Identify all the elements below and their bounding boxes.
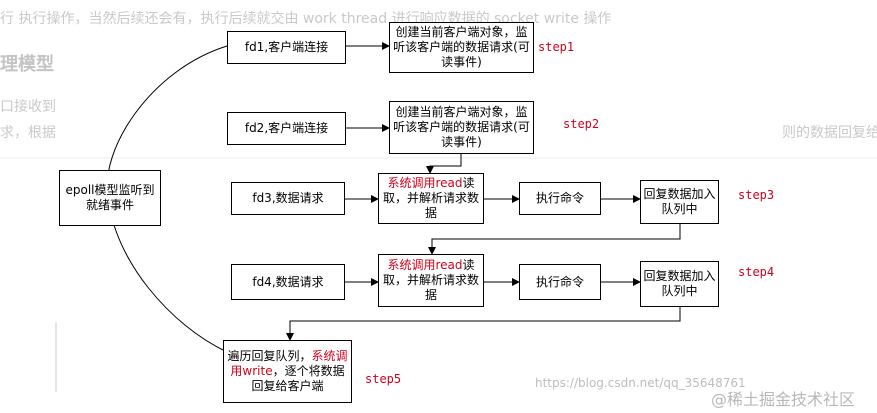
- read-parse-node-4: 系统调用read读取，并解析请求数据: [378, 254, 484, 307]
- write-reply-label: 遍历回复队列，系统调用write，逐个将数据回复给客户端: [226, 349, 349, 394]
- step-label-2: step2: [563, 117, 600, 131]
- step-label-5: step5: [365, 372, 402, 386]
- read-syscall-label-3: 系统调用read: [387, 176, 463, 190]
- juejin-brand-watermark: @稀土掘金技术社区: [711, 390, 856, 409]
- read-syscall-label-4: 系统调用read: [387, 258, 463, 272]
- exec-command-label-3: 执行命令: [535, 191, 584, 205]
- csdn-watermark: https://blog.csdn.net/qq_35648761: [535, 376, 746, 390]
- exec-command-node-3: 执行命令: [519, 182, 601, 215]
- create-client-node-1: 创建当前客户端对象，监听该客户端的数据请求(可读事件): [389, 22, 534, 73]
- step-label-4: step4: [738, 265, 775, 279]
- write-syscall-label-2: 调用write: [230, 349, 348, 378]
- exec-command-label-4: 执行命令: [535, 274, 584, 289]
- step-label-1: step1: [538, 40, 575, 54]
- background-heading: 理模型: [0, 54, 54, 75]
- read-parse-text-3: 读取，并解析请求数据: [382, 176, 479, 220]
- reply-queue-label-3: 回复数据加入队列中: [643, 187, 716, 216]
- write-reply-node: 遍历回复队列，系统调用write，逐个将数据回复给客户端: [223, 340, 352, 403]
- epoll-node: epoll模型监听到就绪事件: [59, 170, 161, 226]
- write-reply-text-post: ，逐个将数据回复给客户端: [251, 364, 345, 393]
- fd2-node: fd2,客户端连接: [227, 112, 346, 145]
- step-label-3: step3: [738, 188, 775, 202]
- fd4-node: fd4,数据请求: [231, 264, 345, 300]
- reply-queue-node-3: 回复数据加入队列中: [640, 180, 719, 224]
- fd3-node: fd3,数据请求: [231, 182, 345, 215]
- fd1-label: fd1,客户端连接: [244, 40, 329, 54]
- background-left-text-2: 求，根据: [0, 125, 56, 141]
- fd1-node: fd1,客户端连接: [227, 31, 346, 64]
- background-right-text: 则的数据回复给: [782, 125, 877, 141]
- read-parse-label-3: 系统调用read读取，并解析请求数据: [381, 176, 481, 221]
- write-syscall-label-1: 系统: [311, 349, 336, 363]
- create-client-node-2: 创建当前客户端对象，监听该客户端的数据请求(可读事件): [389, 101, 534, 154]
- reply-queue-node-4: 回复数据加入队列中: [640, 261, 719, 307]
- arrow-create2-read3: [426, 154, 462, 174]
- read-parse-label-4: 系统调用read读取，并解析请求数据: [381, 258, 481, 303]
- create-client-label-2: 创建当前客户端对象，监听该客户端的数据请求(可读事件): [393, 105, 530, 149]
- arrow-reply3-read4: [428, 224, 681, 255]
- read-parse-text-4: 读取，并解析请求数据: [382, 258, 479, 302]
- reply-queue-label-4: 回复数据加入队列中: [643, 269, 716, 298]
- background-left-text-1: 口接收到: [0, 99, 56, 115]
- epoll-label: epoll模型监听到就绪事件: [65, 183, 155, 212]
- fd3-label: fd3,数据请求: [252, 191, 324, 205]
- read-parse-node-3: 系统调用read读取，并解析请求数据: [378, 173, 484, 224]
- exec-command-node-4: 执行命令: [519, 264, 601, 300]
- fd4-label: fd4,数据请求: [252, 274, 324, 289]
- write-reply-text-pre: 遍历回复队列，: [227, 349, 312, 363]
- create-client-label-1: 创建当前客户端对象，监听该客户端的数据请求(可读事件): [393, 25, 530, 69]
- fd2-label: fd2,客户端连接: [244, 121, 329, 135]
- arrow-reply4-write: [286, 307, 681, 341]
